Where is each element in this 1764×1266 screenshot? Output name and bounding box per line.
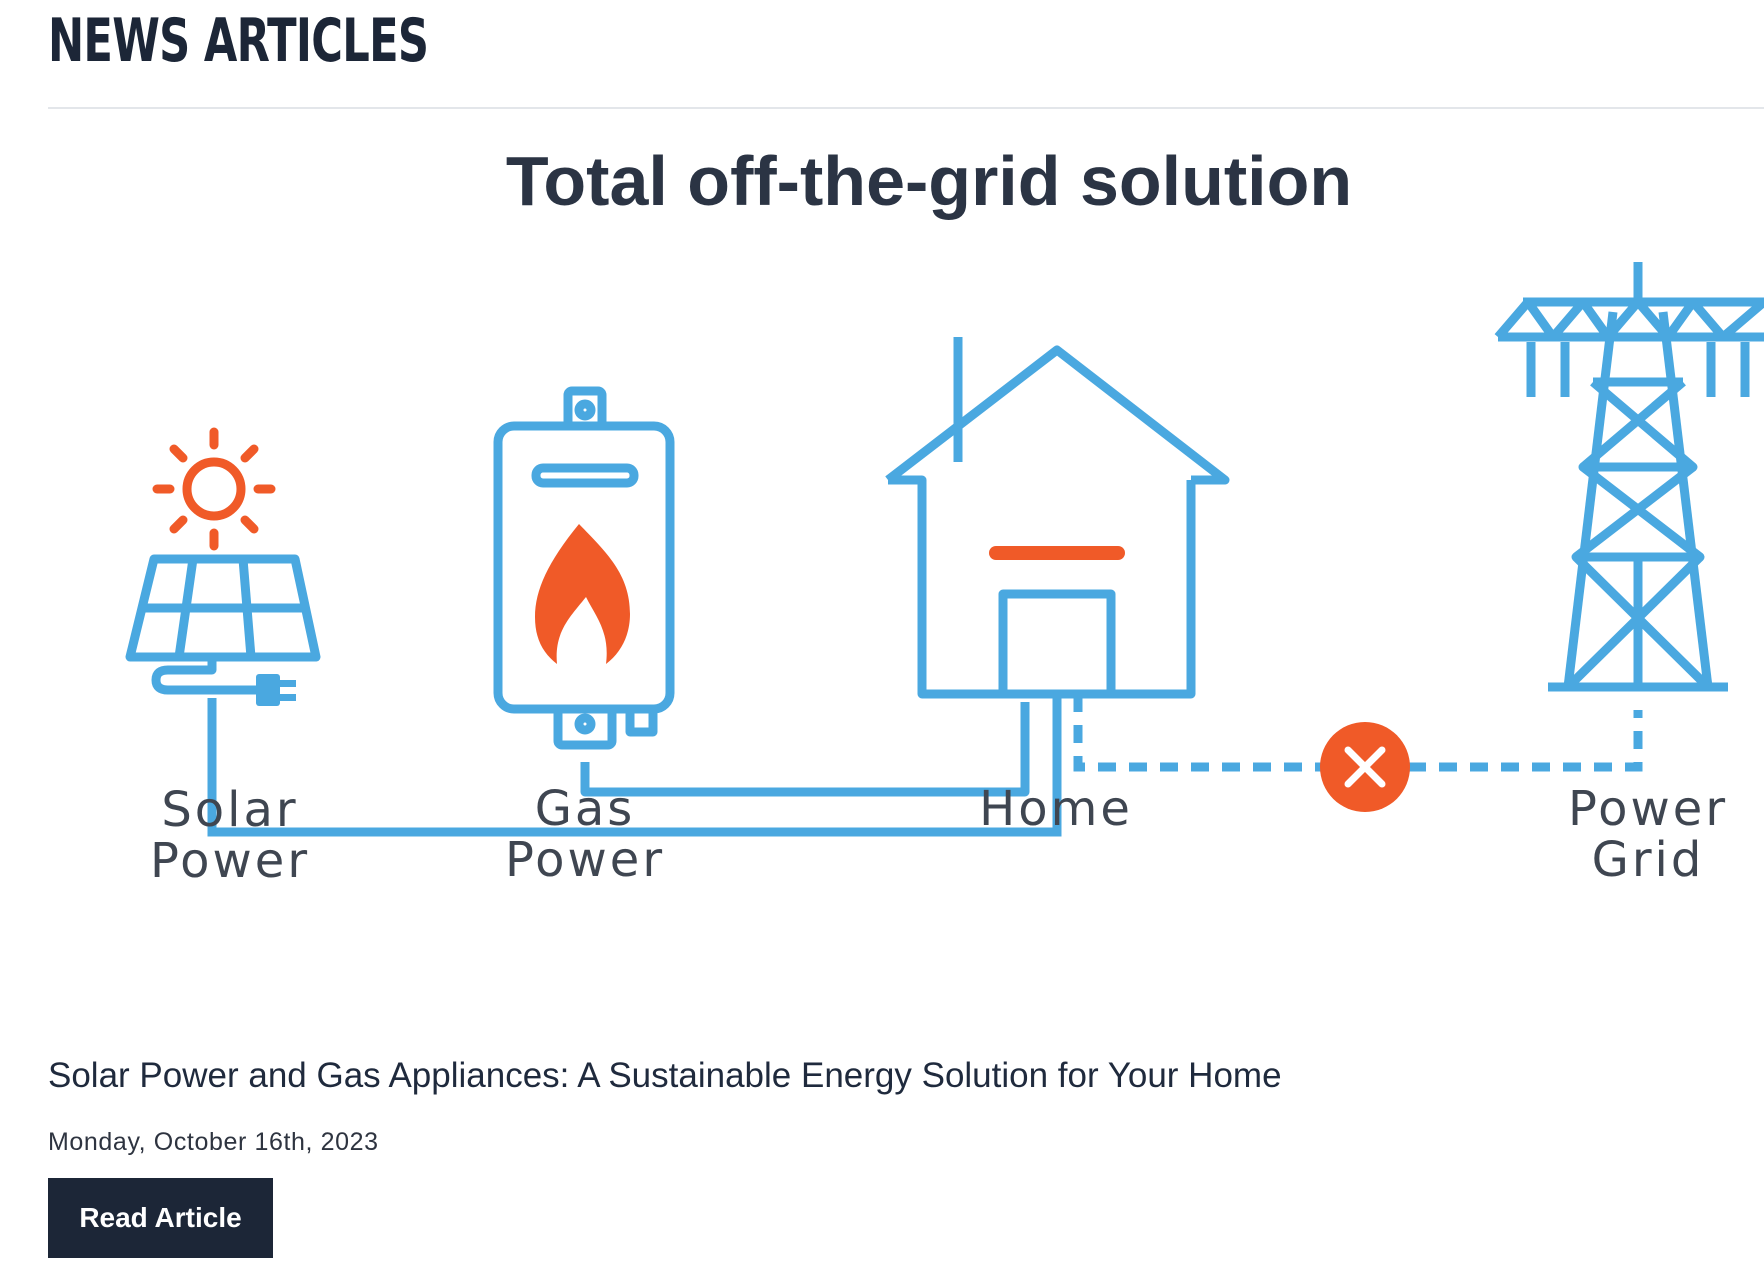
image-heading: Total off-the-grid solution	[506, 142, 1352, 220]
article-title[interactable]: Solar Power and Gas Appliances: A Sustai…	[48, 1056, 1282, 1095]
svg-text:Grid: Grid	[1592, 832, 1705, 888]
label-grid: Power Grid	[1568, 781, 1728, 888]
section-divider	[48, 107, 1764, 109]
solar-panel-icon	[125, 554, 321, 816]
svg-text:Power: Power	[150, 833, 310, 889]
label-gas: Gas Power	[505, 781, 665, 888]
house-window	[989, 546, 1125, 560]
flame-icon	[535, 524, 630, 664]
plug-icon	[256, 674, 296, 706]
disconnected-x-icon	[1320, 722, 1410, 812]
section-title: NEWS ARTICLES	[48, 6, 429, 76]
power-tower-icon	[1494, 262, 1764, 692]
label-solar: Solar Power	[150, 782, 310, 889]
svg-text:Gas: Gas	[535, 781, 636, 837]
article-image[interactable]: Total off-the-grid solution	[48, 112, 1764, 1012]
svg-text:Power: Power	[1568, 781, 1728, 837]
solar-feed-line	[207, 694, 1062, 837]
article-date: Monday, October 16th, 2023	[48, 1128, 379, 1156]
svg-text:Home: Home	[979, 781, 1133, 837]
off-grid-diagram: Total off-the-grid solution	[125, 142, 1764, 889]
svg-text:Power: Power	[505, 832, 665, 888]
read-article-button[interactable]: Read Article	[48, 1178, 273, 1258]
gas-water-heater-icon	[493, 386, 1030, 797]
label-home: Home	[979, 781, 1133, 837]
svg-text:Solar: Solar	[161, 782, 298, 838]
sun-icon	[152, 427, 276, 551]
